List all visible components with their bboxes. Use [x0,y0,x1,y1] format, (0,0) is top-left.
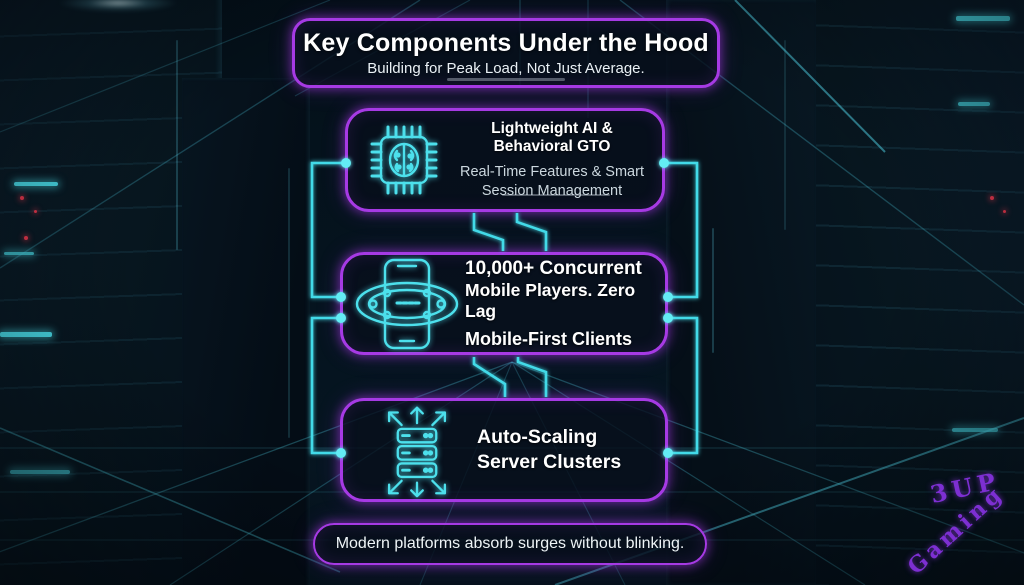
footer-banner: Modern platforms absorb surges without b… [313,523,707,565]
card-line: Server Clusters [477,451,622,473]
card-title: Lightweight AI & Behavioral GTO [491,120,613,156]
divider-bar [447,78,565,81]
auto-scaling-servers-icon [371,400,463,500]
ai-chip-brain-icon [364,118,444,202]
title-panel: Key Components Under the Hood Building f… [292,18,720,88]
card-line: Mobile-First Clients [465,328,633,349]
component-card-mobile: 10,000+ Concurrent Mobile Players. Zero … [340,252,668,355]
divider-bar [502,194,610,196]
component-card-servers: Auto-Scaling Server Clusters [340,398,668,502]
card-line: Mobile Players. Zero Lag [465,279,636,321]
card-line: Auto-Scaling [477,425,598,448]
card-line: 10,000+ Concurrent [465,257,642,279]
page-title: Key Components Under the Hood [303,29,709,57]
page-subtitle: Building for Peak Load, Not Just Average… [367,60,645,77]
component-card-ai: Lightweight AI & Behavioral GTO Real-Tim… [345,108,665,212]
watermark-3up-gaming: 3UP Gaming [902,465,1018,580]
footer-text: Modern platforms absorb surges without b… [335,535,685,552]
card-subtitle-line: Real-Time Features & Smart [460,164,644,181]
mobile-poker-table-icon [351,256,463,352]
card-subtitle-line: Session Management [481,182,623,199]
